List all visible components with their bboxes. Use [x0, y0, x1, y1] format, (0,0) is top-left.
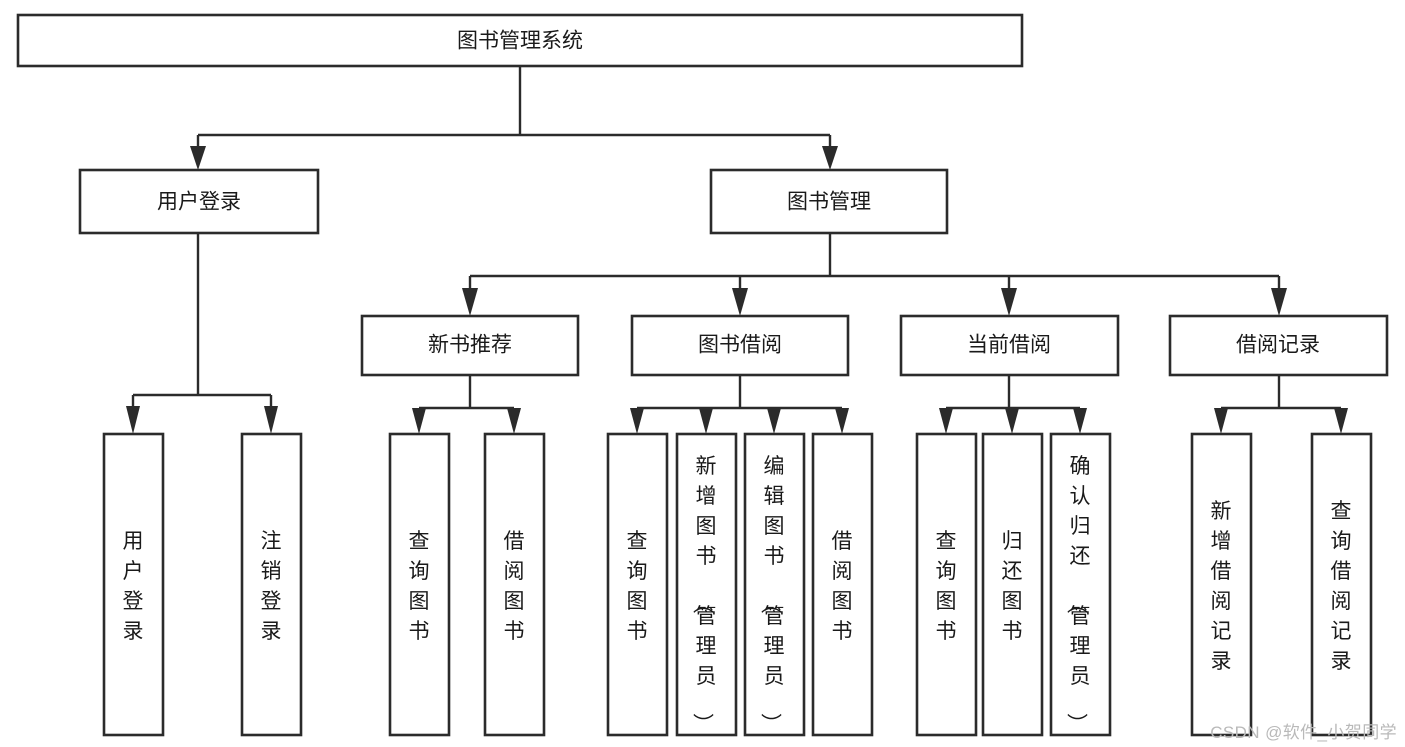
node-leaf-edit-book-label: 编辑图书（管理员）: [759, 455, 785, 734]
node-leaf-query-record[interactable]: 查询借阅记录: [1310, 432, 1373, 737]
node-root-box[interactable]: [16, 13, 1024, 68]
arrow-head-leaf-query-book-borrow: [630, 408, 644, 434]
arrow-head-leaf-user-logout: [264, 406, 278, 434]
arrow-head-new-book-recommend: [462, 288, 478, 316]
node-borrow-record[interactable]: 借阅记录: [1168, 314, 1389, 377]
connector-layer: [126, 66, 1348, 434]
node-book-manage[interactable]: 图书管理: [709, 168, 949, 235]
node-book-borrow-box[interactable]: [630, 314, 850, 377]
node-current-borrow-label: 当前借阅: [967, 334, 1051, 357]
node-new-book-recommend-box[interactable]: [360, 314, 580, 377]
node-leaf-edit-book-box[interactable]: [743, 432, 806, 737]
node-current-borrow-box[interactable]: [899, 314, 1120, 377]
node-leaf-confirm-return[interactable]: 确认归还（管理员）: [1049, 432, 1112, 737]
node-root[interactable]: 图书管理系统: [16, 13, 1024, 68]
arrow-head-book-manage: [822, 146, 838, 170]
arrow-head-leaf-return-book: [1005, 408, 1019, 434]
node-borrow-record-box[interactable]: [1168, 314, 1389, 377]
node-leaf-confirm-return-label: 确认归还（管理员）: [1065, 455, 1091, 734]
node-leaf-borrow-book-box[interactable]: [811, 432, 874, 737]
arrow-head-leaf-confirm-return: [1073, 408, 1087, 434]
node-user-login-box[interactable]: [78, 168, 320, 235]
node-user-login[interactable]: 用户登录: [78, 168, 320, 235]
arrow-head-book-borrow: [732, 288, 748, 316]
arrow-head-leaf-user-login: [126, 406, 140, 434]
node-root-label: 图书管理系统: [457, 30, 583, 53]
node-leaf-query-book-borrow[interactable]: 查询图书: [606, 432, 669, 737]
node-leaf-query-book-rec-box[interactable]: [388, 432, 451, 737]
arrow-head-leaf-query-record: [1334, 408, 1348, 434]
node-leaf-query-book-borrow-label: 查询图书: [627, 530, 648, 643]
node-book-borrow[interactable]: 图书借阅: [630, 314, 850, 377]
node-leaf-query-book-current-label: 查询图书: [936, 530, 957, 643]
arrow-head-leaf-edit-book: [767, 408, 781, 434]
arrow-head-current-borrow: [1001, 288, 1017, 316]
arrow-head-leaf-query-book-current: [939, 408, 953, 434]
node-leaf-user-login-box[interactable]: [102, 432, 165, 737]
node-book-manage-box[interactable]: [709, 168, 949, 235]
arrow-head-leaf-add-book: [699, 408, 713, 434]
arrow-head-borrow-record: [1271, 288, 1287, 316]
node-leaf-borrow-book-rec-label: 借阅图书: [504, 530, 525, 643]
node-leaf-add-book[interactable]: 新增图书（管理员）: [675, 432, 738, 737]
arrow-head-leaf-borrow-book: [835, 408, 849, 434]
node-leaf-query-book-current[interactable]: 查询图书: [915, 432, 978, 737]
node-leaf-borrow-book-label: 借阅图书: [832, 530, 853, 643]
node-user-login-label: 用户登录: [157, 191, 241, 214]
node-leaf-confirm-return-box[interactable]: [1049, 432, 1112, 737]
node-borrow-record-label: 借阅记录: [1236, 334, 1320, 357]
node-current-borrow[interactable]: 当前借阅: [899, 314, 1120, 377]
node-leaf-query-record-box[interactable]: [1310, 432, 1373, 737]
node-leaf-add-record-box[interactable]: [1190, 432, 1253, 737]
node-leaf-edit-book[interactable]: 编辑图书（管理员）: [743, 432, 806, 737]
csdn-watermark: CSDN @软件_小贺同学: [1210, 723, 1397, 742]
node-leaf-return-book[interactable]: 归还图书: [981, 432, 1044, 737]
node-new-book-recommend-label: 新书推荐: [428, 334, 512, 357]
node-leaf-user-logout[interactable]: 注销登录: [240, 432, 303, 737]
node-leaf-query-book-current-box[interactable]: [915, 432, 978, 737]
node-leaf-user-logout-label: 注销登录: [261, 530, 282, 643]
node-leaf-borrow-book-rec-box[interactable]: [483, 432, 546, 737]
node-new-book-recommend[interactable]: 新书推荐: [360, 314, 580, 377]
node-leaf-add-book-box[interactable]: [675, 432, 738, 737]
arrow-head-leaf-borrow-book-rec: [507, 408, 521, 434]
node-book-borrow-label: 图书借阅: [698, 334, 782, 357]
node-leaf-query-book-rec[interactable]: 查询图书: [388, 432, 451, 737]
node-book-manage-label: 图书管理: [787, 191, 871, 214]
node-leaf-borrow-book[interactable]: 借阅图书: [811, 432, 874, 737]
node-leaf-add-book-label: 新增图书（管理员）: [691, 455, 717, 734]
node-leaf-add-record[interactable]: 新增借阅记录: [1190, 432, 1253, 737]
node-leaf-return-book-box[interactable]: [981, 432, 1044, 737]
node-leaf-user-login[interactable]: 用户登录: [102, 432, 165, 737]
node-leaf-query-book-borrow-box[interactable]: [606, 432, 669, 737]
node-leaf-borrow-book-rec[interactable]: 借阅图书: [483, 432, 546, 737]
arrow-head-leaf-query-book-rec: [412, 408, 426, 434]
arrow-head-leaf-add-record: [1214, 408, 1228, 434]
arrow-head-user-login: [190, 146, 206, 170]
node-leaf-query-record-label: 查询借阅记录: [1331, 500, 1352, 673]
node-leaf-query-book-rec-label: 查询图书: [409, 530, 430, 643]
node-leaf-user-login-label: 用户登录: [123, 530, 144, 643]
node-leaf-user-logout-box[interactable]: [240, 432, 303, 737]
node-leaf-return-book-label: 归还图书: [1002, 530, 1023, 643]
node-leaf-add-record-label: 新增借阅记录: [1211, 500, 1232, 673]
